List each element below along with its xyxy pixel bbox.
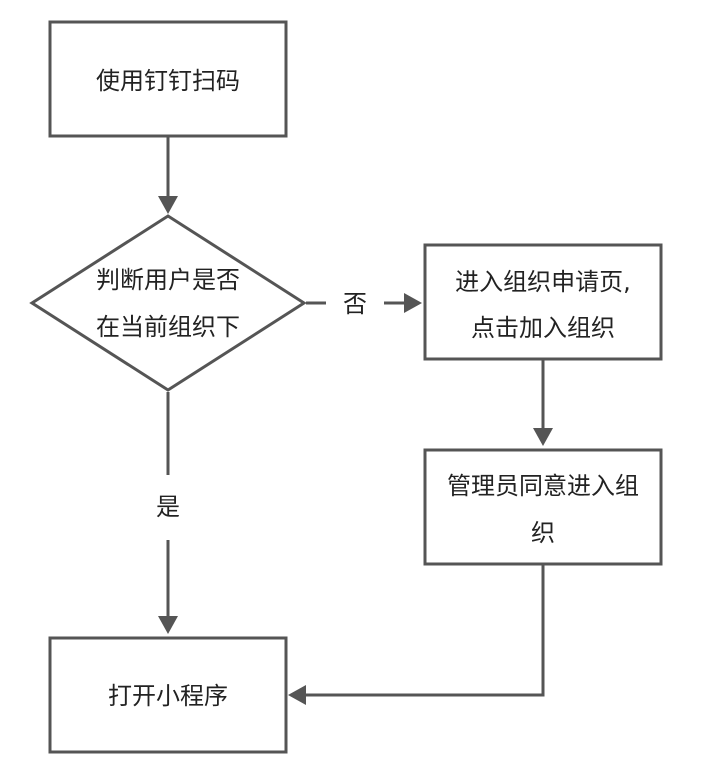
arrowhead-scan-to-check [158, 196, 178, 214]
node-check-diamond [29, 214, 307, 392]
arrowhead-check-to-open [158, 616, 178, 634]
node-check-line1: 判断用户是否 [96, 266, 240, 294]
node-open: 打开小程序 [48, 636, 288, 754]
node-open-label: 打开小程序 [108, 682, 228, 710]
arrowhead-apply-to-approve [533, 428, 553, 446]
node-apply-line1: 进入组织申请页, [455, 268, 631, 296]
node-apply: 进入组织申请页, 点击加入组织 [423, 243, 663, 361]
node-check-line2: 在当前组织下 [96, 313, 240, 341]
arrowhead-approve-to-open [288, 685, 306, 705]
arrowhead-check-to-apply [404, 293, 422, 313]
node-scan-label: 使用钉钉扫码 [96, 67, 240, 95]
node-approve-line1: 管理员同意进入组 [447, 472, 639, 500]
node-open-box [48, 636, 288, 754]
edge-no-label: 否 [343, 290, 367, 318]
node-approve-line2: 织 [531, 519, 555, 547]
node-check: 判断用户是否 在当前组织下 [29, 214, 307, 392]
edge-approve-to-open [300, 564, 545, 697]
node-scan-box [48, 20, 288, 138]
node-approve: 管理员同意进入组 织 [423, 448, 663, 566]
edge-yes-label: 是 [156, 493, 180, 521]
node-scan: 使用钉钉扫码 [48, 20, 288, 138]
node-apply-line2: 点击加入组织 [471, 314, 615, 342]
node-approve-box [423, 448, 663, 566]
node-apply-box [423, 243, 663, 361]
